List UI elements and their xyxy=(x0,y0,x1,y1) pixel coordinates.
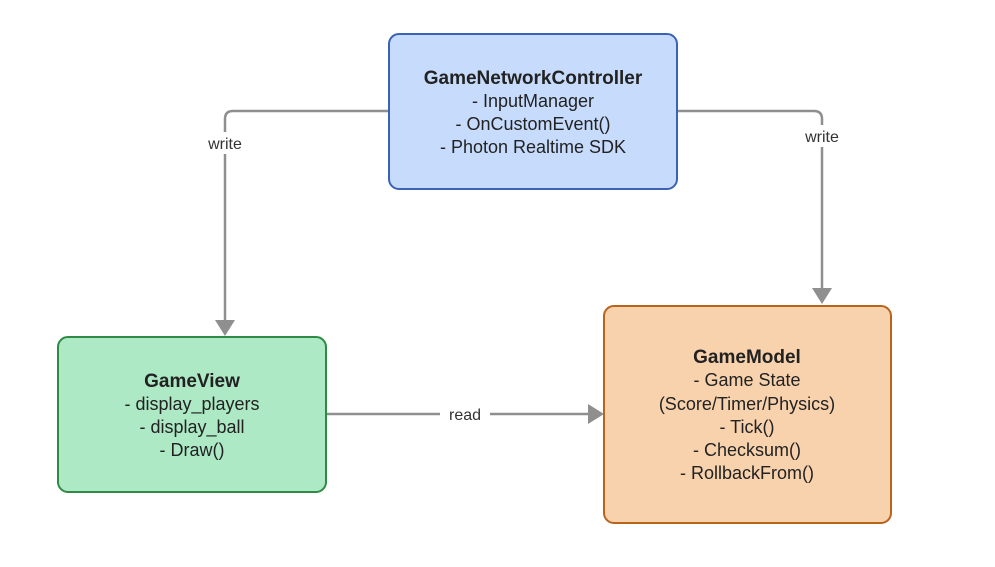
node-game-network-controller-box xyxy=(388,33,678,190)
edge-controller-to-view-arrowhead xyxy=(215,320,235,336)
edge-controller-to-view-label-bg xyxy=(198,132,252,154)
node-game-network-controller-line: - OnCustomEvent() xyxy=(455,114,610,134)
edge-controller-to-view: write xyxy=(198,109,389,336)
node-game-model-line: (Score/Timer/Physics) xyxy=(659,394,835,414)
node-game-network-controller[interactable]: GameNetworkController - InputManager - O… xyxy=(388,33,678,190)
node-game-view-line: - display_ball xyxy=(139,417,244,438)
edge-controller-to-model-label-bg xyxy=(795,125,849,147)
node-game-model-box xyxy=(603,305,892,524)
node-game-model-title: GameModel xyxy=(693,347,801,368)
node-game-model-line: - Tick() xyxy=(720,417,775,437)
node-game-network-controller-line: - InputManager xyxy=(472,91,594,111)
node-game-model[interactable]: GameModel - Game State (Score/Timer/Phys… xyxy=(603,305,892,524)
edge-controller-to-model-line xyxy=(677,109,824,290)
edge-controller-to-model-arrowhead xyxy=(812,288,832,304)
node-game-network-controller-line: - Photon Realtime SDK xyxy=(440,137,626,157)
edge-view-to-model-arrowhead xyxy=(588,404,604,424)
edge-controller-to-view-label: write xyxy=(207,136,242,153)
edge-controller-to-model: write xyxy=(677,109,849,304)
node-game-network-controller-title: GameNetworkController xyxy=(424,68,643,89)
node-game-model-line: - Checksum() xyxy=(693,440,801,460)
edge-controller-to-view-line xyxy=(223,109,389,322)
node-game-view-box xyxy=(57,336,327,493)
edge-view-to-model-label: read xyxy=(449,407,481,424)
node-game-view-line: - Draw() xyxy=(160,440,225,460)
edge-view-to-model-label-bg xyxy=(440,403,490,425)
node-game-view[interactable]: GameView - display_players - display_bal… xyxy=(57,336,327,493)
edge-view-to-model: read xyxy=(326,403,604,425)
node-game-view-title: GameView xyxy=(144,371,240,392)
node-game-model-line: - Game State xyxy=(693,370,800,390)
node-game-view-line: - display_players xyxy=(124,394,259,415)
edge-controller-to-model-label: write xyxy=(804,129,839,146)
node-game-model-line: - RollbackFrom() xyxy=(680,463,814,483)
